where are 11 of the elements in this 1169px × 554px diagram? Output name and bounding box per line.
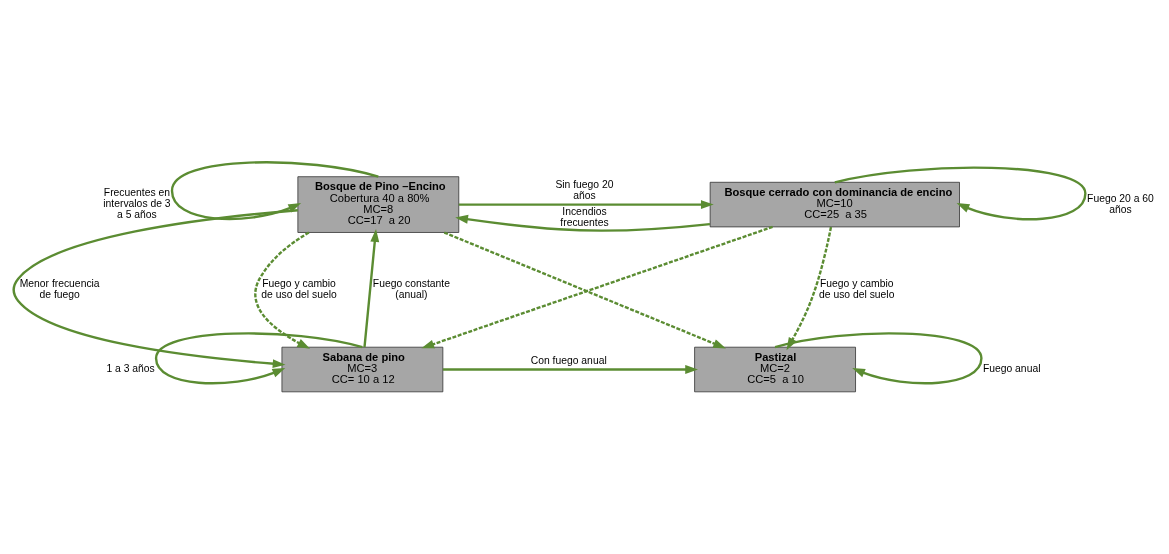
edge-label: Incendios frecuentes — [560, 206, 609, 229]
edge-label: Frecuentes en intervalos de 3 a 5 años — [103, 187, 171, 221]
edge-label: Fuego constante (anual) — [372, 277, 450, 301]
edge-label: Fuego anual — [982, 363, 1041, 375]
edge-label: Fuego y cambio de uso del suelo — [261, 277, 337, 301]
edge-label: Fuego y cambio de uso del suelo — [819, 277, 895, 301]
edge-label: Menor frecuencia de fuego — [19, 277, 100, 301]
edge-label: Con fuego anual — [530, 355, 607, 367]
edge-label: Sin fuego 20 años — [555, 179, 614, 202]
edge-label: 1 a 3 años — [106, 363, 155, 375]
edge-label: Fuego 20 a 60 años — [1087, 192, 1154, 215]
